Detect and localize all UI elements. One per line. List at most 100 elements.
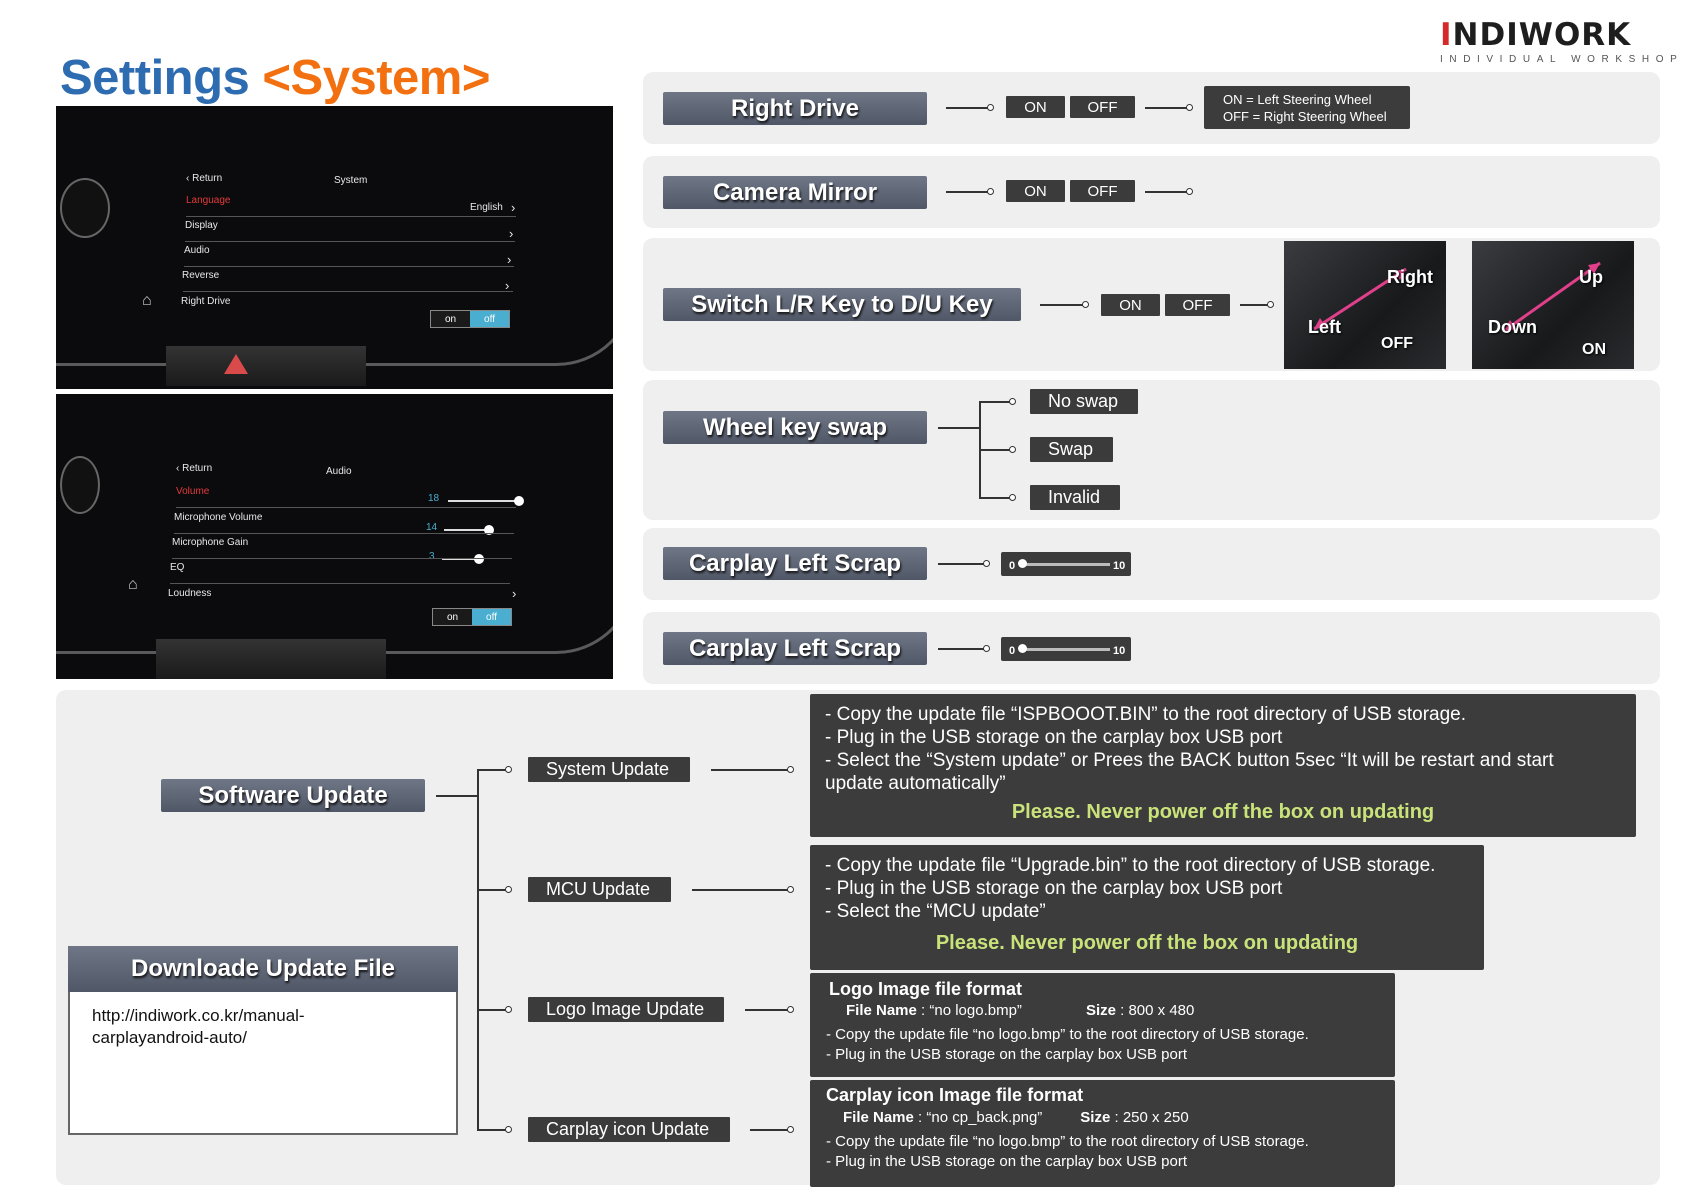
right-drive-on-button[interactable]: ON xyxy=(1006,96,1065,118)
carplay-scrap-2-slider[interactable]: 0 10 xyxy=(1001,637,1131,661)
row-loudness: Loudness xyxy=(168,588,212,599)
system-update-instructions: - Copy the update file “ISPBOOOT.BIN” to… xyxy=(810,694,1636,837)
system-update-button[interactable]: System Update xyxy=(528,757,690,782)
row-divider xyxy=(174,533,514,534)
label-software-update: Software Update xyxy=(161,779,425,812)
instruction-line: - Select the “MCU update” xyxy=(825,901,1046,922)
slider-min: 0 xyxy=(1009,645,1016,657)
size-label: Size xyxy=(1085,1002,1116,1019)
home-icon: ⌂ xyxy=(128,576,138,593)
instruction-line: - Copy the update file “ISPBOOOT.BIN” to… xyxy=(825,704,1466,725)
toggle-off: off xyxy=(472,609,511,625)
switch-key-on-button[interactable]: ON xyxy=(1101,294,1160,316)
carplay-scrap-1-slider[interactable]: 0 10 xyxy=(1001,552,1131,576)
brand-tagline: INDIVIDUAL WORKSHOP xyxy=(1440,54,1684,65)
mic-volume-slider-knob xyxy=(484,525,494,535)
slider-knob[interactable] xyxy=(1018,644,1027,653)
volume-slider-knob xyxy=(514,496,524,506)
branch-line xyxy=(979,497,1013,499)
instruction-line: - Plug in the USB storage on the carplay… xyxy=(825,878,1283,899)
volume-value: 18 xyxy=(428,493,440,504)
instruction-line: - Plug in the USB storage on the carplay… xyxy=(825,727,1283,748)
row-display: Display xyxy=(185,220,218,231)
branch-line xyxy=(477,1009,509,1011)
connector-dot xyxy=(505,766,512,773)
connector-dot xyxy=(1186,104,1193,111)
row-language: Language xyxy=(186,195,231,206)
carplay-icon-update-button[interactable]: Carplay icon Update xyxy=(528,1117,730,1142)
touchpad-photo-on: Up Down ON xyxy=(1472,241,1634,369)
instruction-line: - Copy the update file “Upgrade.bin” to … xyxy=(825,855,1436,876)
branch-line xyxy=(979,449,1013,451)
connector-line xyxy=(938,427,980,429)
return-label: ‹ Return xyxy=(186,173,223,184)
slider-max: 10 xyxy=(1113,560,1126,572)
right-drive-off-button[interactable]: OFF xyxy=(1070,96,1135,118)
brand-logo: INDIWORK INDIVIDUAL WORKSHOP xyxy=(1440,17,1684,70)
touchpad-photo-off: Right Left OFF xyxy=(1284,241,1446,369)
switch-key-off-button[interactable]: OFF xyxy=(1165,294,1230,316)
logo-image-update-button[interactable]: Logo Image Update xyxy=(528,997,724,1022)
slider-knob[interactable] xyxy=(1018,559,1027,568)
chevron-right-icon: › xyxy=(511,200,516,215)
size-value: : 800 x 480 xyxy=(1115,1002,1195,1019)
file-spec-line: File Name : “no cp_back.png”Size : 250 x… xyxy=(826,1108,1379,1128)
connector-dot xyxy=(787,1006,794,1013)
row-microphone-volume: Microphone Volume xyxy=(174,512,263,523)
instruction-line: update automatically” xyxy=(825,773,1006,794)
pad-state-on: ON xyxy=(1582,341,1606,358)
mcu-update-button[interactable]: MCU Update xyxy=(528,877,671,902)
connector-line xyxy=(946,107,990,109)
wheel-swap-no-swap-button[interactable]: No swap xyxy=(1030,389,1138,414)
instruction-line: - Copy the update file “no logo.bmp” to … xyxy=(826,1133,1309,1150)
download-url-line-2: carplayandroid-auto/ xyxy=(92,1028,247,1047)
row-divider xyxy=(176,507,516,508)
connector-line xyxy=(745,1009,791,1011)
camera-mirror-off-button[interactable]: OFF xyxy=(1070,180,1135,202)
connector-line xyxy=(946,191,990,193)
right-drive-info: ON = Left Steering Wheel OFF = Right Ste… xyxy=(1204,86,1410,129)
connector-line xyxy=(750,1129,791,1131)
row-divider xyxy=(186,216,516,217)
mic-gain-value: 3 xyxy=(429,551,435,562)
row-divider xyxy=(183,291,513,292)
row-right-drive: Right Drive xyxy=(181,296,231,307)
page-title: Settings <System> xyxy=(60,50,490,106)
camera-mirror-on-button[interactable]: ON xyxy=(1006,180,1065,202)
pad-label-up: Up xyxy=(1579,267,1603,287)
connector-line xyxy=(436,795,478,797)
section-heading: Carplay icon Image file format xyxy=(826,1085,1084,1105)
photo-system-screen: ⌂ ‹ Return System Language English Displ… xyxy=(56,106,613,389)
connector-line xyxy=(938,648,986,650)
connector-dot xyxy=(787,886,794,893)
connector-dot xyxy=(505,1006,512,1013)
instruction-line: - Select the “System update” or Prees th… xyxy=(825,750,1554,771)
download-header: Downloade Update File xyxy=(68,946,458,992)
label-right-drive: Right Drive xyxy=(663,92,927,125)
file-name-value: : “no logo.bmp” xyxy=(916,1002,1022,1019)
download-url[interactable]: http://indiwork.co.kr/manual- carplayand… xyxy=(92,1005,422,1049)
connector-dot xyxy=(1267,301,1274,308)
row-audio: Audio xyxy=(184,245,210,256)
dashboard-vents xyxy=(166,346,366,386)
chevron-right-icon: › xyxy=(512,586,517,601)
connector-dot xyxy=(1009,398,1016,405)
row-divider xyxy=(185,241,515,242)
screen-bezel xyxy=(56,106,613,366)
branch-line xyxy=(979,401,1013,403)
file-spec-line: File Name : “no logo.bmp”Size : 800 x 48… xyxy=(826,1001,1379,1021)
connector-line xyxy=(711,769,791,771)
wheel-swap-swap-button[interactable]: Swap xyxy=(1030,437,1113,462)
size-label: Size xyxy=(1080,1109,1111,1126)
connector-dot xyxy=(983,645,990,652)
download-url-line-1: http://indiwork.co.kr/manual- xyxy=(92,1006,305,1025)
slider-track xyxy=(1020,563,1110,566)
connector-dot xyxy=(505,1126,512,1133)
connector-dot xyxy=(1009,494,1016,501)
carplay-icon-update-instructions: Carplay icon Image file format File Name… xyxy=(810,1080,1395,1187)
screen-bezel xyxy=(56,394,613,654)
connector-line xyxy=(692,889,791,891)
chevron-right-icon: › xyxy=(507,252,512,267)
brand-word-rest: NDIWORK xyxy=(1452,17,1632,53)
wheel-swap-invalid-button[interactable]: Invalid xyxy=(1030,485,1120,510)
